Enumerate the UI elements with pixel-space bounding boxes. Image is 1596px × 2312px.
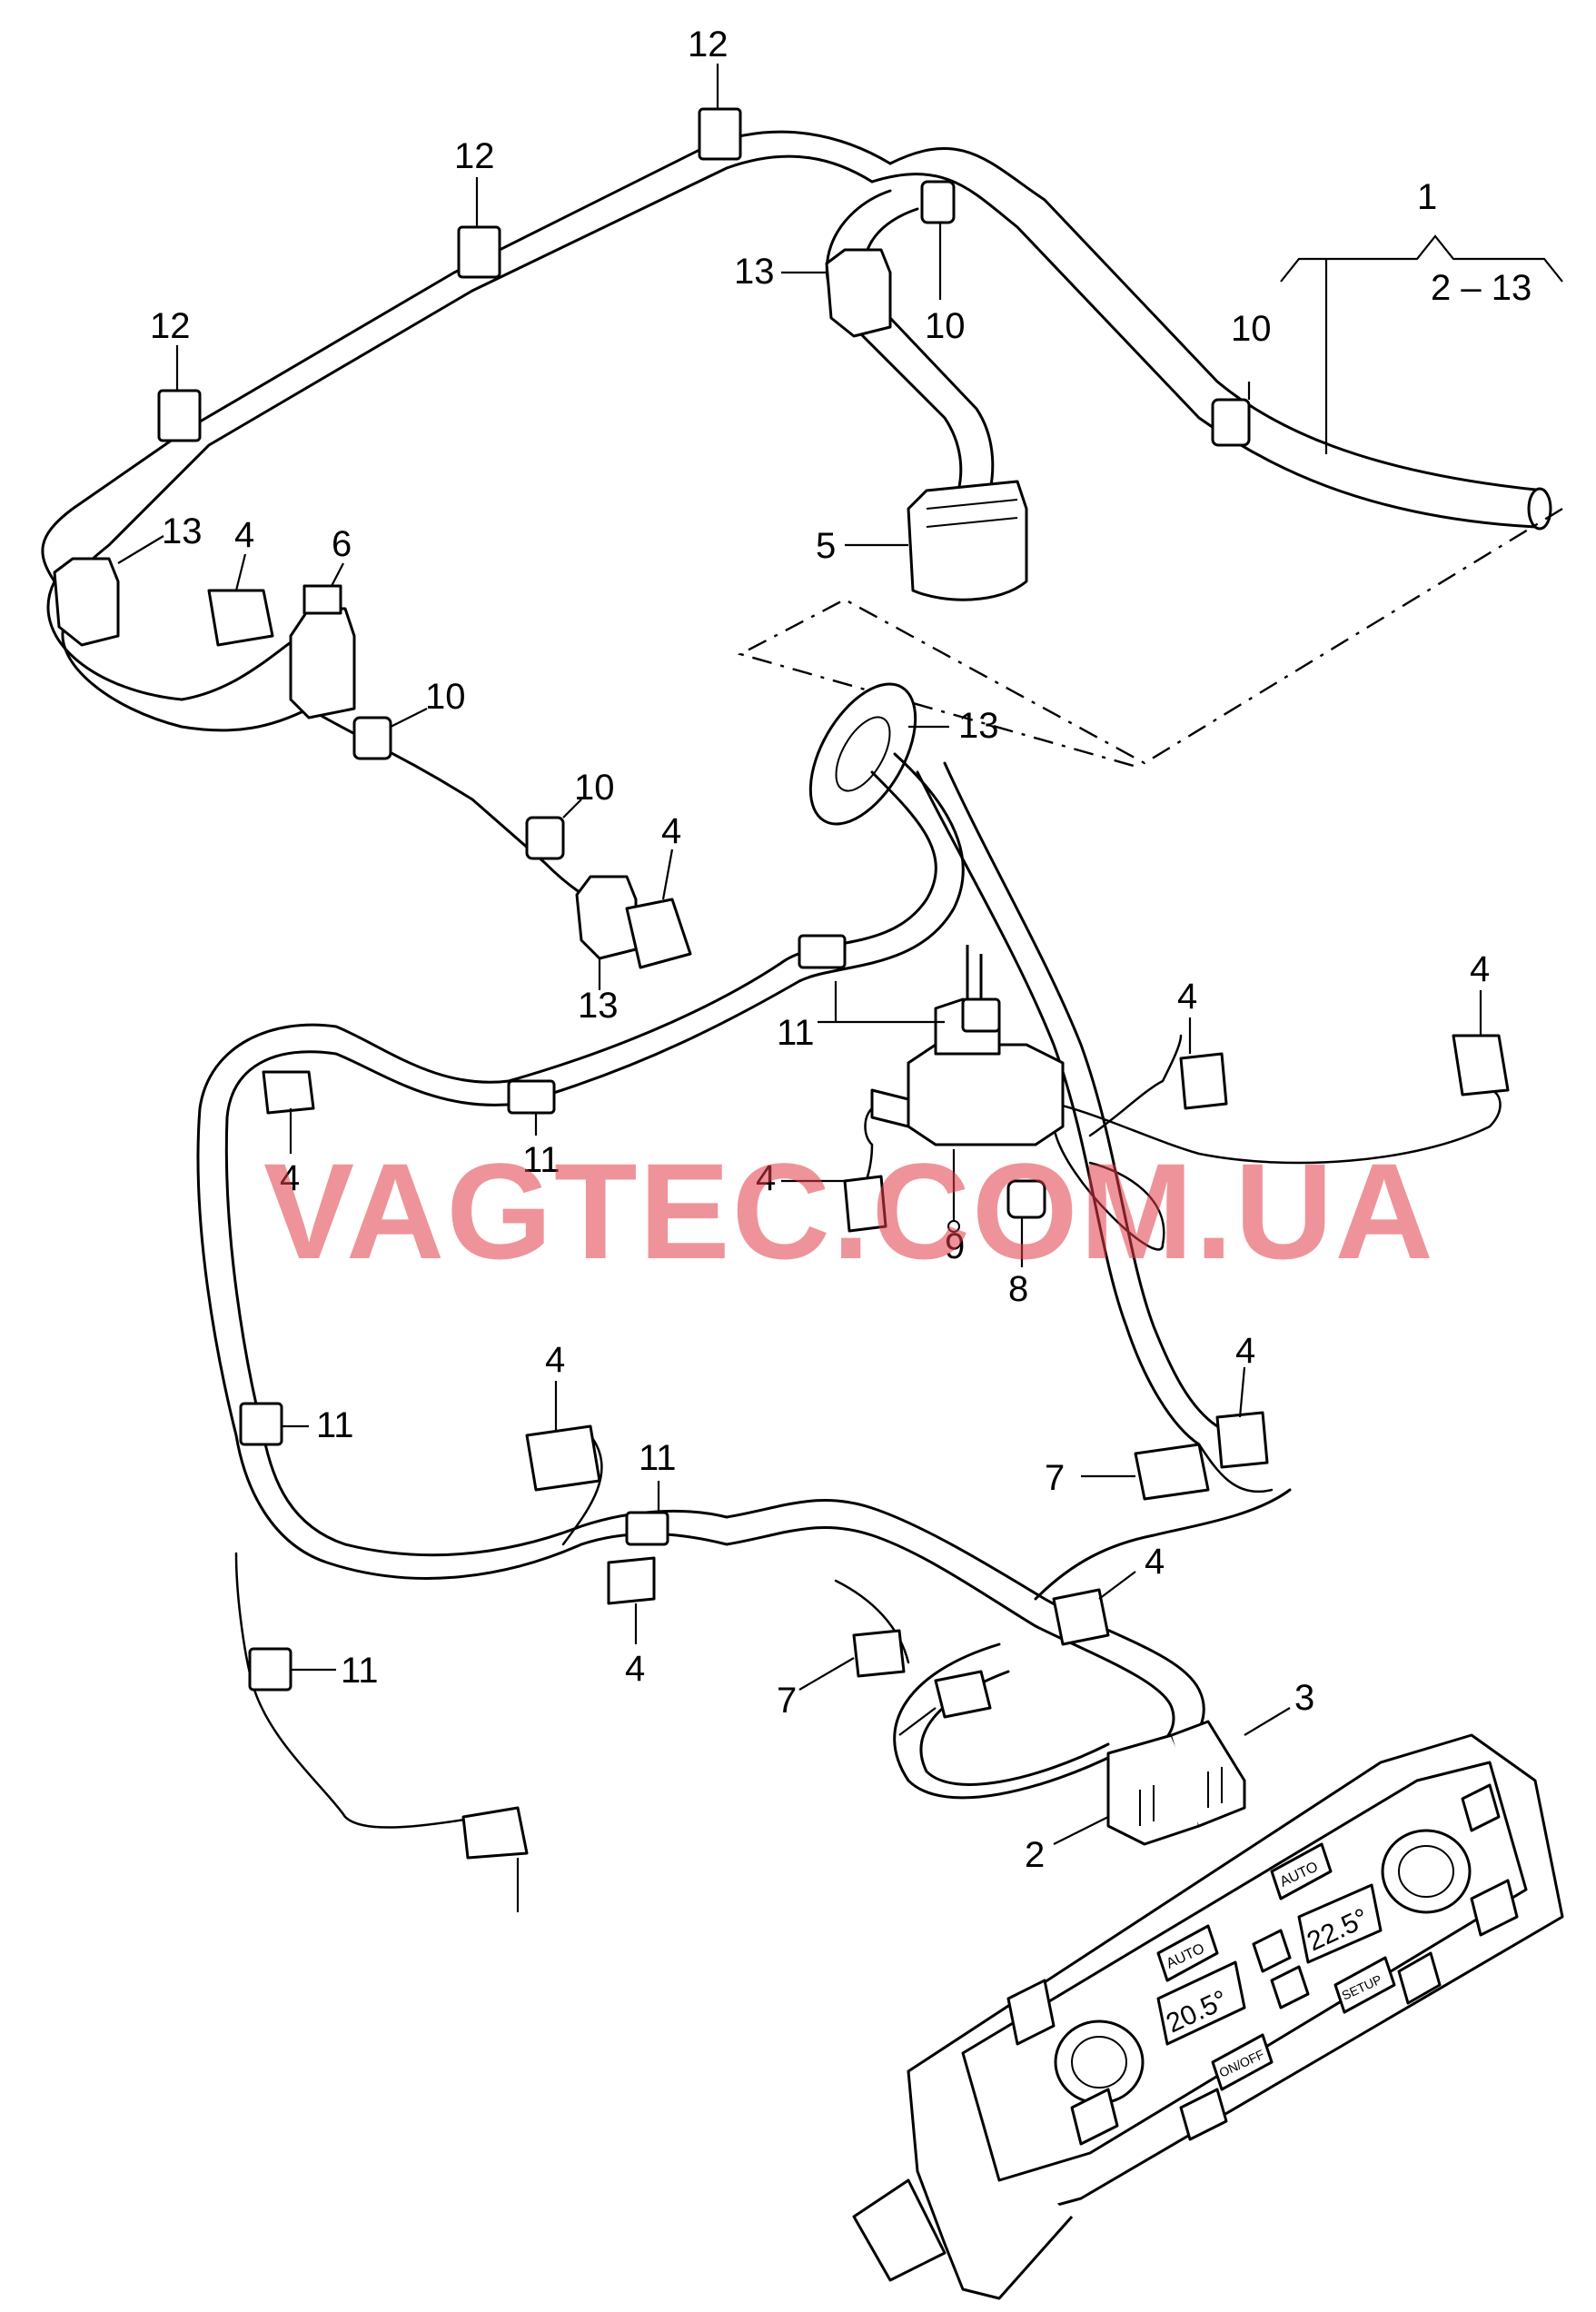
- callout-11: 11: [639, 1438, 677, 1478]
- callout-10: 10: [574, 768, 615, 808]
- callout-11: 11: [316, 1405, 354, 1445]
- callout-4: 4: [1235, 1331, 1255, 1371]
- callout-4: 4: [545, 1340, 565, 1380]
- callout-5: 5: [816, 526, 836, 566]
- callout-4: 4: [1470, 949, 1490, 989]
- connectors-2-3: [1053, 1707, 1291, 1846]
- clips-12: [157, 64, 742, 442]
- callout-12: 12: [688, 25, 729, 64]
- climate-control-panel: 20.5° 22.5° AUTO AUTO ON/OFF SETUP: [852, 1733, 1564, 2300]
- callout-2-13: 2 – 13: [1431, 268, 1532, 308]
- callout-4: 4: [661, 811, 681, 851]
- callout-4: 4: [1177, 977, 1197, 1017]
- callout-4: 4: [234, 515, 254, 555]
- callout-10: 10: [925, 306, 966, 346]
- group-bracket: 1 2 – 13: [1280, 177, 1563, 454]
- callout-13: 13: [162, 511, 203, 551]
- grommets-13: [53, 248, 949, 990]
- callout-13: 13: [578, 986, 619, 1026]
- callout-1: 1: [1417, 177, 1437, 217]
- callout-11: 11: [777, 1013, 815, 1053]
- callout-4: 4: [280, 1158, 300, 1198]
- callout-10: 10: [425, 677, 466, 717]
- callout-12: 12: [150, 306, 191, 346]
- connectors-7: [798, 1443, 1210, 1691]
- clips-11: [239, 934, 1001, 1692]
- callout-4: 4: [625, 1649, 645, 1689]
- watermark-text: VAGTEC.COM.UA: [263, 1135, 1435, 1287]
- callout-12: 12: [454, 136, 495, 176]
- callout-labels: 12 12 12 13 13 13 13 10 10 10 10 10 4 4 …: [150, 25, 1490, 1875]
- connectors-4: [207, 553, 1510, 1912]
- callout-11: 11: [341, 1651, 379, 1691]
- lower-harness: [196, 752, 1292, 1800]
- callout-2: 2: [1025, 1835, 1045, 1875]
- callout-7: 7: [1045, 1458, 1065, 1498]
- callout-7: 7: [777, 1681, 797, 1721]
- callout-13: 13: [734, 252, 775, 292]
- callout-3: 3: [1294, 1678, 1314, 1718]
- callout-4: 4: [756, 1158, 776, 1198]
- callout-11: 11: [522, 1140, 560, 1180]
- callout-8: 8: [1008, 1269, 1028, 1309]
- upper-harness: [41, 130, 1552, 919]
- component-8: [1006, 1179, 1046, 1267]
- connector-5: [845, 480, 1028, 601]
- callout-4: 4: [1145, 1542, 1165, 1582]
- connector-6: [289, 562, 356, 719]
- branch-wires: [234, 1034, 1502, 1829]
- callout-13: 13: [958, 706, 999, 746]
- clips-10: [352, 180, 1251, 860]
- callout-9: 9: [945, 1226, 965, 1266]
- callout-6: 6: [332, 524, 352, 564]
- callout-10: 10: [1231, 309, 1272, 349]
